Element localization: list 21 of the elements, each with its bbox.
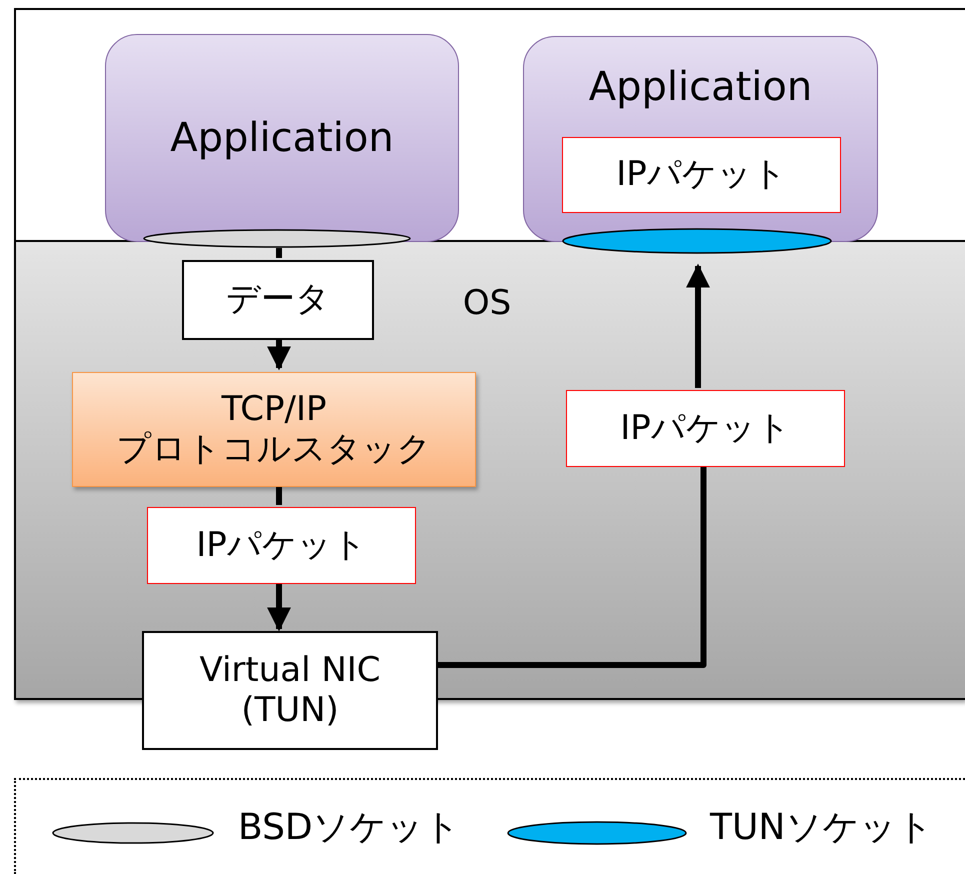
protocol-stack-box: TCP/IP プロトコルスタック [72, 372, 476, 487]
socket-ellipse [562, 228, 832, 254]
node-label: OS [462, 282, 512, 326]
process-box: Virtual NIC (TUN) [142, 631, 438, 750]
node-label: Application [588, 63, 814, 112]
packet-box: IPパケット [562, 137, 841, 213]
application-box: Application [105, 34, 459, 242]
arrow [267, 582, 291, 632]
legend-label: TUNソケット [710, 806, 934, 850]
arrow [267, 338, 291, 370]
packet-box: IPパケット [147, 507, 416, 584]
connector-line [438, 465, 706, 668]
arrow [686, 264, 710, 388]
packet-box: IPパケット [566, 390, 845, 467]
legend-label: BSDソケット [238, 806, 461, 850]
application-box [523, 36, 878, 242]
user-space-frame [14, 8, 965, 241]
connector-line [276, 248, 282, 258]
process-box: データ [182, 260, 374, 340]
socket-ellipse [143, 229, 411, 248]
connector-line [276, 485, 282, 505]
